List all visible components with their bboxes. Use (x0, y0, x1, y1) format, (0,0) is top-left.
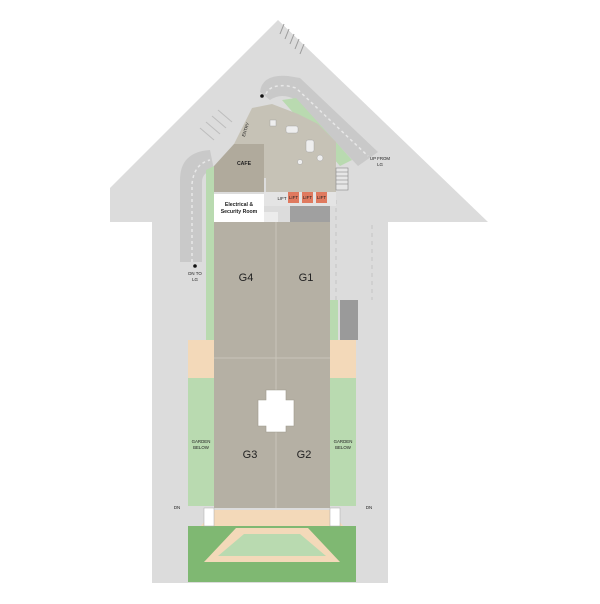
left-parking-stripes (199, 109, 233, 141)
garden-left-label-2: BELOW (193, 445, 210, 450)
lift-shaft-area (290, 206, 330, 222)
dn-to-lg-label-1: DN TO (188, 271, 202, 276)
stairs (335, 167, 349, 191)
lobby-planting-left (206, 166, 214, 222)
lift-label: LIFT (277, 196, 286, 201)
electrical-room-label-1: Electrical & (225, 202, 254, 208)
right-service-box (340, 300, 358, 340)
lift-car-a-label: LIFT (289, 195, 298, 200)
cafe-area (214, 144, 264, 192)
parking-stripes (279, 23, 305, 55)
right-exit (329, 507, 341, 527)
electrical-room-label-2: Security Room (221, 209, 258, 215)
electrical-security-room (214, 194, 264, 222)
driveway-up-edge (265, 84, 369, 157)
unit-g2-label: G2 (297, 449, 312, 461)
garden-right-label-1: GARDEN (334, 439, 353, 444)
dn-marker (193, 264, 197, 268)
unit-g1-label: G1 (299, 272, 314, 284)
right-upper-planter (330, 300, 338, 340)
right-garden (330, 378, 356, 506)
lift-car-c (316, 192, 327, 203)
up-from-lg-label-1: UP FROM (370, 156, 391, 161)
unit-g4-label: G4 (239, 272, 254, 284)
entry-label: ENTRY (241, 122, 250, 138)
left-garden (188, 378, 214, 506)
lift-car-b (302, 192, 313, 203)
unit-g3-label: G3 (243, 449, 258, 461)
dn-right-label: DN (366, 505, 372, 510)
cafe-label: CAFE (237, 161, 252, 167)
right-strip (335, 200, 373, 300)
lift-car-b-label: LIFT (303, 195, 312, 200)
garden-left-label-1: GARDEN (192, 439, 211, 444)
entry-marker (260, 94, 264, 98)
driveway-up (260, 75, 378, 166)
right-peach-terrace (330, 340, 356, 378)
lobby-furniture (269, 119, 324, 165)
driveway-down (180, 150, 214, 262)
lift-car-c-label: LIFT (317, 195, 326, 200)
dn-left-label: DN (174, 505, 180, 510)
plaza-lawn (218, 534, 326, 556)
left-exit (203, 507, 215, 527)
driveway-down-edge (191, 159, 211, 262)
up-from-lg-label-2: LG (377, 162, 383, 167)
atrium-void (257, 389, 295, 433)
lift-car-a (288, 192, 299, 203)
dn-to-lg-label-2: LG (192, 277, 198, 282)
garden-right-label-2: BELOW (335, 445, 352, 450)
left-upper-planter (206, 222, 214, 342)
retail-block (214, 222, 330, 508)
left-peach-terrace (188, 340, 214, 378)
